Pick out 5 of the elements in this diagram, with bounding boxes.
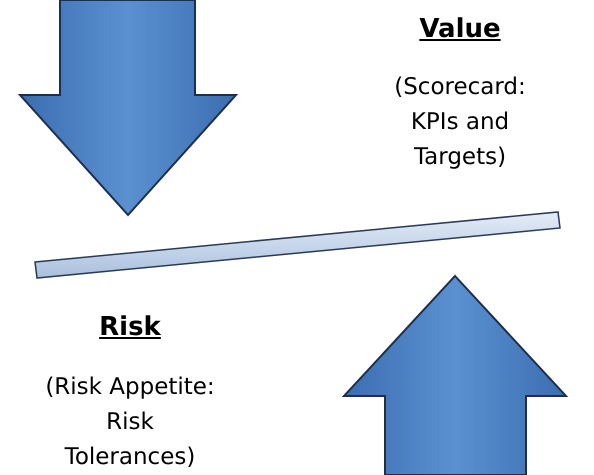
heading: Value	[418, 14, 502, 44]
description-text: (Risk Appetite: Risk Tolerances)	[45, 373, 215, 472]
balance-beam	[34, 211, 561, 279]
description-text: (Scorecard: KPIs and Targets)	[393, 73, 527, 172]
heading: Risk	[98, 312, 162, 342]
